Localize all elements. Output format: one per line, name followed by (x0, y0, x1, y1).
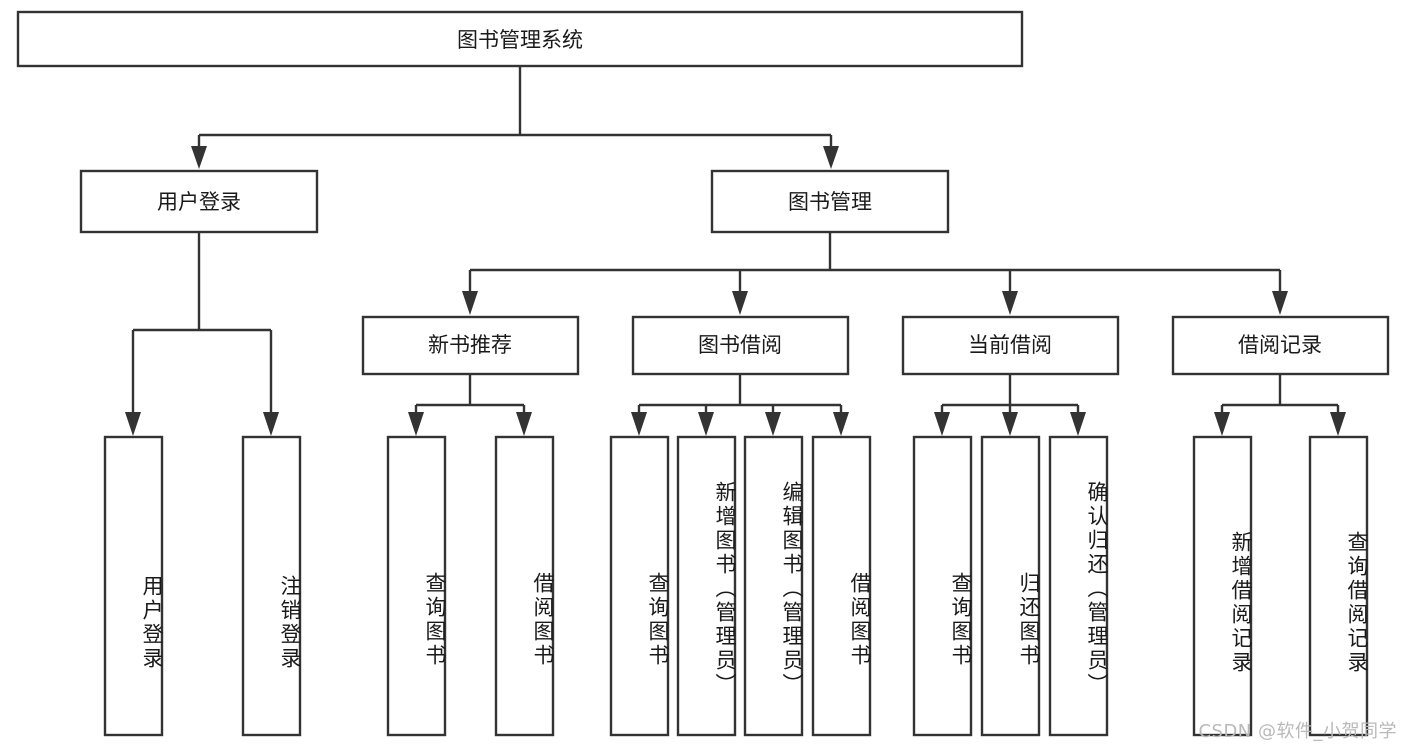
node-user-login[interactable]: 用户登录 (79, 169, 319, 234)
current-borrow-label: 当前借阅 (968, 333, 1052, 357)
arrow-bb-1 (631, 412, 647, 436)
leaf-box-cb-return-book[interactable] (980, 435, 1041, 737)
arrow-bb-4 (833, 412, 849, 436)
leaf-box-br-query-record[interactable] (1308, 435, 1369, 737)
leaf-box-cb-query-book[interactable] (912, 435, 973, 737)
connector-book-borrow-to-leaves (631, 374, 849, 436)
node-book-borrow[interactable]: 图书借阅 (631, 315, 850, 376)
book-borrow-label: 图书借阅 (698, 333, 782, 357)
arrow-to-current-borrow (1002, 291, 1018, 315)
leaf-box-bb-query-book[interactable] (609, 435, 670, 737)
arrow-nb-2 (516, 412, 532, 436)
leaf-box-nb-query-book[interactable] (386, 435, 447, 737)
book-manage-label: 图书管理 (788, 190, 872, 214)
arrow-to-user-login (191, 146, 207, 169)
root-box (16, 10, 1024, 68)
node-borrow-record[interactable]: 借阅记录 (1171, 315, 1390, 376)
arrow-nb-1 (408, 412, 424, 436)
node-new-book-recommend[interactable]: 新书推荐 (361, 315, 580, 376)
arrow-to-leaf-user-login (125, 412, 141, 436)
arrow-to-book-borrow (732, 291, 748, 315)
user-login-box (79, 169, 319, 234)
connector-new-book-to-leaves (408, 374, 532, 436)
node-current-borrow[interactable]: 当前借阅 (901, 315, 1120, 376)
new-book-recommend-label: 新书推荐 (428, 333, 512, 357)
borrow-record-label: 借阅记录 (1238, 333, 1322, 357)
current-borrow-box (901, 315, 1120, 376)
arrow-br-2 (1330, 412, 1346, 436)
arrow-bb-3 (765, 412, 781, 436)
user-login-label: 用户登录 (157, 190, 241, 214)
arrow-cb-3 (1070, 412, 1086, 436)
node-root[interactable]: 图书管理系统 (16, 10, 1024, 68)
connector-user-login-to-leaves (125, 232, 279, 436)
arrow-cb-1 (934, 412, 950, 436)
watermark-text: CSDN @软件_小贺同学 (1198, 721, 1397, 742)
leaf-box-bb-edit-book[interactable] (743, 435, 804, 737)
leaf-box-bb-borrow-book[interactable] (811, 435, 872, 737)
leaf-box-user-login[interactable] (103, 435, 164, 737)
connector-book-manage-to-level3 (462, 232, 1288, 315)
arrow-bb-2 (698, 412, 714, 436)
arrow-br-1 (1214, 412, 1230, 436)
arrow-to-borrow-record (1272, 291, 1288, 315)
leaf-box-bb-add-book[interactable] (676, 435, 737, 737)
new-book-recommend-box (361, 315, 580, 376)
arrow-to-leaf-logout (263, 412, 279, 436)
node-book-manage[interactable]: 图书管理 (710, 169, 950, 234)
leaf-box-logout[interactable] (241, 435, 302, 737)
root-label: 图书管理系统 (457, 28, 583, 52)
arrow-to-book-manage (823, 146, 839, 169)
leaf-box-cb-confirm-return[interactable] (1048, 435, 1109, 737)
arrow-to-new-book (462, 291, 478, 315)
leaf-box-br-add-record[interactable] (1192, 435, 1253, 737)
connector-current-borrow-to-leaves (934, 374, 1086, 436)
connector-root-to-level2 (191, 66, 839, 169)
arrow-cb-2 (1002, 412, 1018, 436)
leaf-box-nb-borrow-book[interactable] (494, 435, 555, 737)
connector-borrow-record-to-leaves (1214, 374, 1346, 436)
